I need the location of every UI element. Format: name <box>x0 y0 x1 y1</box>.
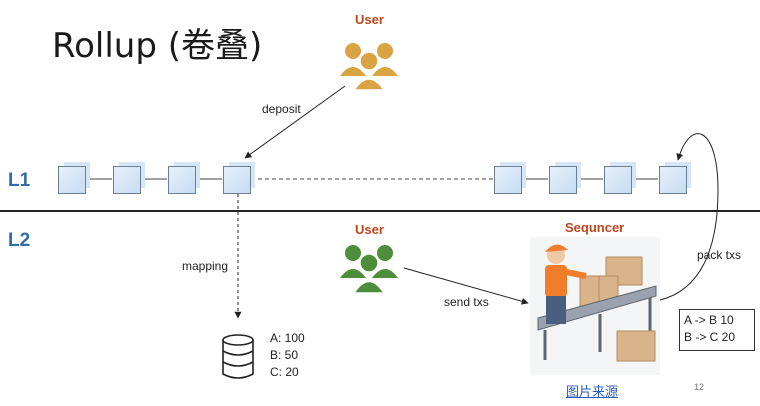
transactions-box: A -> B 10 B -> C 20 <box>679 309 755 351</box>
l1-block <box>604 166 632 194</box>
user-bottom-label: User <box>355 222 384 237</box>
balance-list: A: 100 B: 50 C: 20 <box>270 330 305 381</box>
l1-block <box>659 166 687 194</box>
deposit-arrow <box>244 85 346 159</box>
l1-block <box>549 166 577 194</box>
l1-block <box>58 166 86 194</box>
pack-txs-label: pack txs <box>697 248 742 262</box>
user-group-icon <box>340 43 398 91</box>
sequencer-label: Sequncer <box>565 220 625 235</box>
l1-block <box>168 166 196 194</box>
mapping-label: mapping <box>182 259 229 273</box>
layer-l2-label: L2 <box>8 230 31 251</box>
pack-txs-arrow <box>659 133 719 301</box>
l1-block <box>223 166 251 194</box>
send-txs-label: send txs <box>444 295 489 309</box>
user-top-label: User <box>355 12 384 27</box>
sequencer-worker-illustration <box>530 237 660 375</box>
l1-block <box>113 166 141 194</box>
balance-entry: A: 100 <box>270 331 305 345</box>
send-txs-arrow <box>403 267 529 305</box>
deposit-label: deposit <box>262 102 301 116</box>
transaction-entry: B -> C 20 <box>684 330 736 344</box>
l1-block <box>494 166 522 194</box>
balance-entry: B: 50 <box>270 348 299 362</box>
page-number: 12 <box>694 382 705 392</box>
image-source-link[interactable]: 图片来源 <box>566 384 619 399</box>
transaction-entry: A -> B 10 <box>684 313 734 327</box>
layer-l1-label: L1 <box>8 170 31 191</box>
user-group-icon <box>340 245 398 294</box>
database-icon <box>222 334 254 379</box>
balance-entry: C: 20 <box>270 365 299 379</box>
page-title: Rollup (卷叠) <box>52 26 263 66</box>
